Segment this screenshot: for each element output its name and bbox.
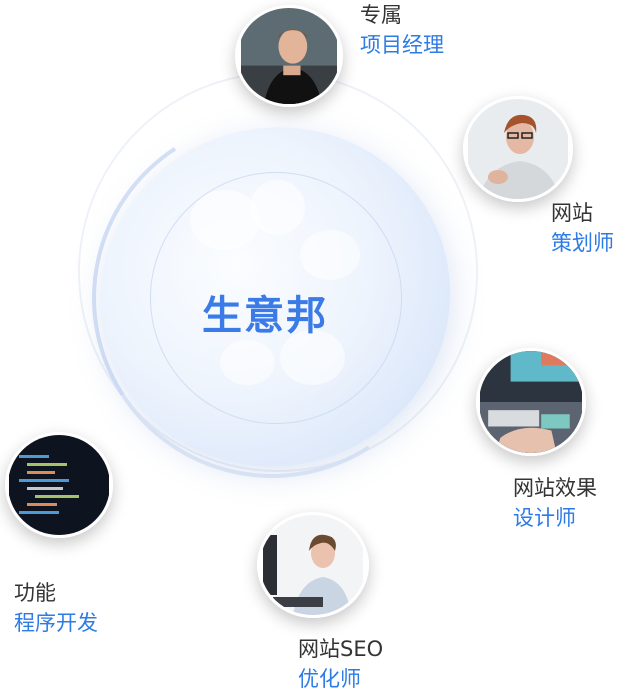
website-planner-photo-icon (468, 99, 568, 199)
role-label-website-designer: 网站效果 设计师 (513, 473, 597, 533)
role-title: 网站效果 (513, 476, 597, 500)
developer-code-photo (5, 432, 113, 538)
orb-highlight (190, 190, 260, 250)
role-title: 功能 (14, 581, 56, 605)
role-subtitle: 策划师 (551, 231, 614, 255)
brand-title: 生意邦 (202, 293, 328, 339)
role-title: 网站 (551, 201, 593, 225)
role-label-website-planner: 网站 策划师 (551, 198, 614, 258)
orb-highlight (220, 340, 275, 385)
orb-highlight (280, 330, 345, 385)
role-subtitle: 优化师 (298, 667, 361, 691)
role-subtitle: 程序开发 (14, 611, 98, 635)
project-manager-photo-icon (241, 8, 337, 104)
orb-highlight (250, 180, 305, 235)
center-orb-inner-ring (150, 172, 402, 424)
role-title: 专属 (360, 3, 402, 27)
website-designer-photo-icon (480, 351, 582, 453)
developer-code-photo-icon (9, 435, 109, 535)
role-label-developer: 功能 程序开发 (14, 578, 98, 638)
website-planner-photo (463, 96, 573, 202)
orb-highlight (300, 230, 360, 280)
role-label-seo-optimizer: 网站SEO 优化师 (298, 634, 383, 694)
website-designer-photo (476, 348, 586, 456)
role-label-project-manager: 专属 项目经理 (360, 0, 444, 60)
role-title: 网站SEO (298, 637, 384, 661)
role-subtitle: 设计师 (513, 506, 576, 530)
role-subtitle: 项目经理 (360, 33, 444, 57)
seo-optimizer-photo-icon (263, 515, 363, 615)
project-manager-photo (235, 5, 343, 107)
seo-optimizer-photo (257, 512, 369, 618)
